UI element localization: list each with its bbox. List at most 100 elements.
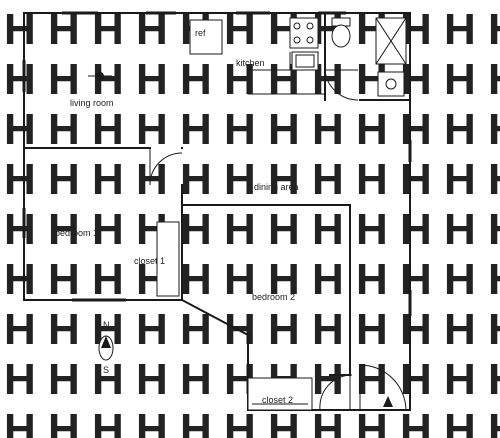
outer-walls	[23, 12, 411, 411]
watermark-glyph: H	[92, 205, 124, 254]
watermark-glyph: H	[400, 305, 432, 354]
compass-north: N	[103, 320, 110, 330]
watermark-glyph: H	[356, 305, 388, 354]
watermark-glyph: H	[48, 405, 80, 438]
watermark-glyph: H	[400, 205, 432, 254]
burner-2	[306, 22, 314, 30]
watermark-glyph: H	[4, 255, 36, 304]
watermark-glyph: H	[180, 355, 212, 404]
watermark-glyph: H	[312, 355, 344, 404]
watermark-glyph: H	[224, 155, 256, 204]
watermark-glyph: H	[268, 155, 300, 204]
watermark-glyph: H	[136, 105, 168, 154]
watermark-glyph: H	[4, 355, 36, 404]
watermark-glyph: H	[268, 305, 300, 354]
label-kitchen: kitchen	[236, 58, 265, 68]
watermark-glyph: H	[4, 155, 36, 204]
watermark-glyph: H	[224, 305, 256, 354]
watermark-glyph: H	[224, 205, 256, 254]
watermark-glyph: H	[180, 155, 212, 204]
watermark-glyph: H	[268, 205, 300, 254]
ceiling-light-icon	[88, 70, 112, 82]
watermark-glyph: H	[444, 55, 476, 104]
watermark-glyph: H	[356, 155, 388, 204]
watermark-glyph: H	[488, 5, 500, 54]
watermark-glyph: H	[48, 305, 80, 354]
door-entry	[359, 364, 407, 411]
watermark-glyph: H	[400, 355, 432, 404]
watermark-glyph: H	[224, 55, 256, 104]
watermark-glyph: H	[48, 155, 80, 204]
watermark-glyph: H	[48, 355, 80, 404]
watermark-glyph: H	[488, 305, 500, 354]
watermark-glyph: H	[356, 105, 388, 154]
compass: N S	[98, 320, 114, 375]
toilet-bowl	[331, 24, 351, 48]
watermark-glyph: H	[136, 55, 168, 104]
watermark-glyph: H	[180, 405, 212, 438]
watermark-glyph: H	[400, 105, 432, 154]
watermark-glyph: H	[400, 255, 432, 304]
watermark-glyph: H	[312, 105, 344, 154]
watermark-glyph: H	[180, 205, 212, 254]
bathroom-sink	[377, 71, 405, 97]
watermark-glyph: H	[356, 255, 388, 304]
refrigerator	[189, 19, 223, 55]
watermark-glyph: H	[400, 155, 432, 204]
label-ref: ref	[195, 28, 206, 38]
watermark-glyph: H	[488, 55, 500, 104]
watermark-glyph: H	[48, 105, 80, 154]
watermark-glyph: H	[136, 355, 168, 404]
watermark-glyph: H	[488, 355, 500, 404]
compass-south: S	[103, 365, 109, 375]
watermark-glyph: H	[4, 305, 36, 354]
watermark-glyph: H	[92, 55, 124, 104]
watermark-glyph: H	[48, 205, 80, 254]
watermark-glyph: H	[356, 205, 388, 254]
watermark-glyph: H	[444, 355, 476, 404]
watermark-glyph: H	[180, 55, 212, 104]
wall-bedroom2-diagonal	[180, 298, 250, 337]
watermark-glyph: H	[356, 355, 388, 404]
kitchen-sink	[291, 51, 319, 71]
watermark-glyph: H	[92, 155, 124, 204]
kitchen-sink-basin	[295, 54, 315, 68]
entry-arrow-icon	[383, 396, 393, 407]
watermark-glyph: H	[92, 255, 124, 304]
watermark-glyph: H	[268, 255, 300, 304]
watermark-glyph: H	[444, 5, 476, 54]
watermark-glyph: H	[92, 355, 124, 404]
watermark-glyph: H	[312, 305, 344, 354]
kitchen-counter	[247, 52, 324, 95]
watermark-glyph: H	[312, 155, 344, 204]
interior-walls	[23, 12, 411, 411]
door-bedroom1	[149, 148, 183, 186]
windows	[22, 11, 412, 316]
watermark-glyph: H	[48, 255, 80, 304]
watermark-glyph: H	[444, 205, 476, 254]
watermark-glyph: H	[136, 405, 168, 438]
door-bathroom	[324, 69, 359, 101]
watermark-glyph: H	[48, 55, 80, 104]
closet-1	[156, 221, 180, 297]
watermark-glyph: H	[224, 255, 256, 304]
doors	[149, 69, 407, 411]
watermark-glyph: H	[488, 205, 500, 254]
watermark-glyph: H	[444, 155, 476, 204]
watermark-glyph: H	[4, 405, 36, 438]
watermark-glyph: H	[136, 305, 168, 354]
label-bedroom-2: bedroom 2	[252, 292, 295, 302]
watermark-glyph: H	[180, 255, 212, 304]
watermark-glyph: H	[444, 305, 476, 354]
watermark-glyph: H	[180, 105, 212, 154]
watermark-glyph: H	[444, 405, 476, 438]
watermark-glyph: H	[312, 255, 344, 304]
closet-2	[247, 377, 313, 411]
label-dining-area: dining area	[254, 182, 299, 192]
label-bedroom-1: bedroom 1	[55, 228, 98, 238]
shower-cross-2	[375, 17, 407, 65]
watermark-glyph: H	[92, 405, 124, 438]
watermark-glyph: H	[488, 105, 500, 154]
